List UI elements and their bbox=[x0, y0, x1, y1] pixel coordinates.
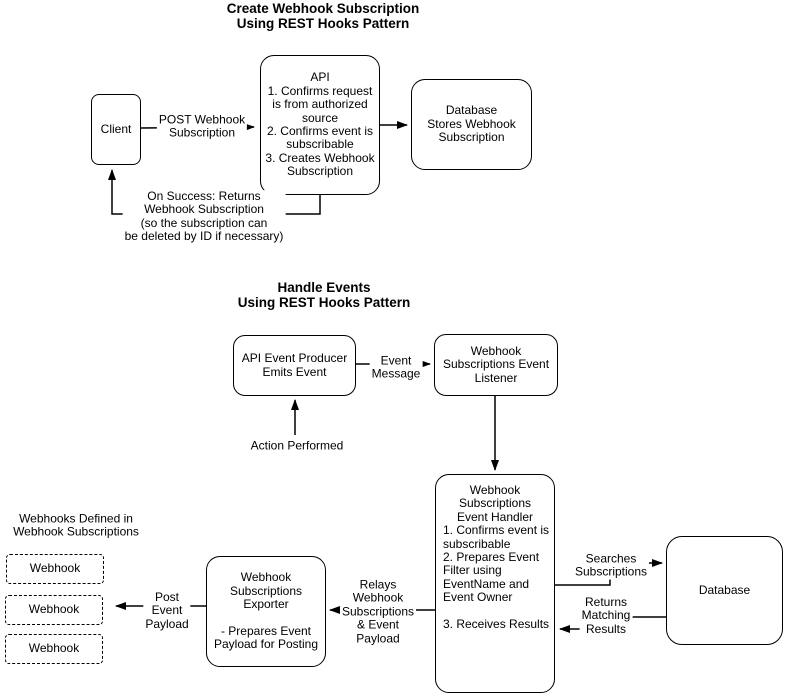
action-performed-label: Action Performed bbox=[248, 438, 346, 453]
webhook-endpoint-node: Webhook bbox=[5, 634, 103, 664]
post-event-payload-label: Post Event Payload bbox=[143, 589, 191, 632]
handler-title: Webhook Subscriptions Event Handler bbox=[456, 483, 534, 524]
webhook-subscriptions-exporter-node: Webhook Subscriptions Exporter - Prepare… bbox=[206, 556, 326, 667]
on-success-returns-label: On Success: Returns Webhook Subscription… bbox=[122, 189, 286, 244]
client-node: Client bbox=[91, 94, 141, 165]
database-stores-subscription-node: Database Stores Webhook Subscription bbox=[411, 79, 532, 170]
webhook-subscriptions-event-listener-node: Webhook Subscriptions Event Listener bbox=[434, 334, 558, 396]
searches-subscriptions-label: Searches Subscriptions bbox=[572, 551, 650, 580]
api-node: API 1. Confirms request is from authoriz… bbox=[260, 55, 380, 195]
webhooks-defined-label: Webhooks Defined in Webhook Subscription… bbox=[11, 511, 141, 540]
handle-flow-title: Handle Events Using REST Hooks Pattern bbox=[237, 280, 411, 310]
event-message-label: Event Message bbox=[369, 353, 423, 382]
webhook-endpoint-node: Webhook bbox=[5, 595, 103, 625]
webhook-subscriptions-event-handler-node: Webhook Subscriptions Event Handler 1. C… bbox=[435, 474, 555, 693]
post-webhook-subscription-label: POST Webhook Subscription bbox=[156, 112, 248, 141]
webhook-endpoint-node: Webhook bbox=[6, 554, 104, 584]
relays-webhook-subscriptions-label: Relays Webhook Subscriptions & Event Pay… bbox=[339, 577, 417, 646]
api-event-producer-node: API Event Producer Emits Event bbox=[233, 335, 356, 396]
handler-steps: 1. Confirms event is subscribable 2. Pre… bbox=[443, 523, 550, 632]
create-flow-title: Create Webhook Subscription Using REST H… bbox=[226, 1, 420, 31]
returns-matching-results-label: Returns Matching Results bbox=[579, 594, 633, 637]
database-node: Database bbox=[666, 536, 783, 645]
